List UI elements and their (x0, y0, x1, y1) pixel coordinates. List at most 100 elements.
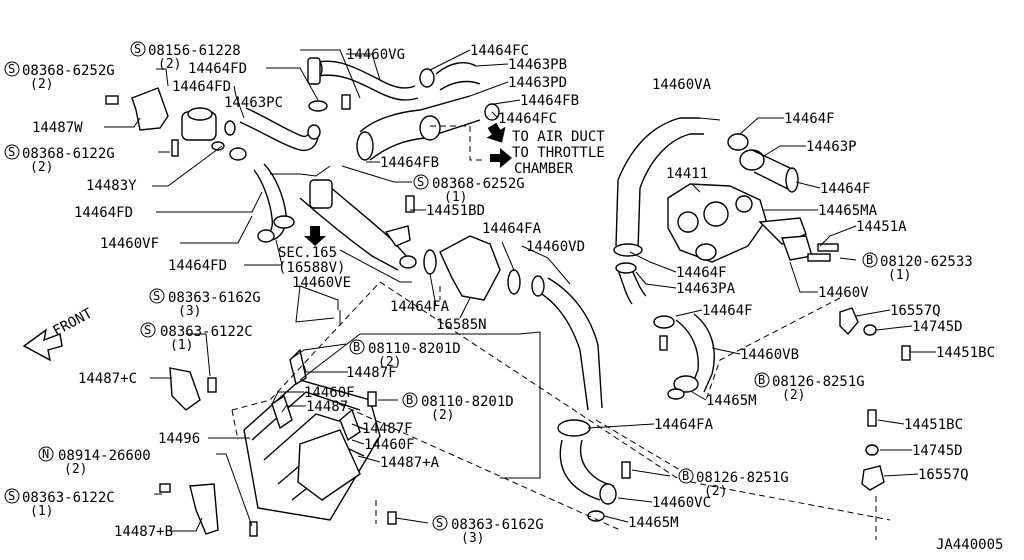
bracket-14487w (131, 87, 169, 131)
label-14460vb: 14460VB (740, 347, 799, 363)
label-14463p: 14463P (806, 139, 857, 155)
label-14411: 14411 (666, 166, 708, 182)
callout-08363-6122c-2: S 08363-6122C (1) (4, 488, 115, 519)
label-14464fd: 14464FD (188, 61, 247, 77)
callout-08368-6252g-2: S 08368-6252G (1) (413, 174, 525, 205)
svg-text:08368-6252G: 08368-6252G (432, 176, 525, 192)
svg-text:08368-6122G: 08368-6122G (22, 146, 115, 162)
svg-text:S: S (153, 289, 160, 303)
label-14487f-2: 14487F (362, 421, 413, 437)
leader-lines (104, 49, 936, 532)
label-sec-sub: (16588V) (278, 260, 345, 276)
label-14460vg: 14460VG (346, 47, 405, 63)
label-14464f-2: 14464F (820, 181, 871, 197)
label-14496: 14496 (158, 431, 200, 447)
svg-text:B: B (406, 393, 413, 407)
label-16585n: 16585N (436, 317, 487, 333)
label-14464fa: 14464FA (482, 221, 542, 237)
label-14465m-2: 14465M (628, 515, 679, 531)
diagram-code: JA440005 (936, 537, 1003, 553)
part-labels: 14460VG 14464FC 14463PB 14463PD 14464FB … (32, 43, 1003, 553)
label-14451a: 14451A (856, 219, 907, 235)
label-14483y: 14483Y (86, 178, 137, 194)
label-14465m: 14465M (706, 393, 757, 409)
label-14464fd-3: 14464FD (74, 205, 133, 221)
label-14451bd: 14451BD (426, 203, 485, 219)
front-arrow-icon (22, 328, 63, 362)
svg-text:08156-61228: 08156-61228 (148, 43, 241, 59)
svg-text:S: S (144, 323, 151, 337)
svg-text:B: B (758, 373, 765, 387)
label-14451bc: 14451BC (936, 345, 995, 361)
svg-text:08110-8201D: 08110-8201D (421, 394, 514, 410)
label-14463pb: 14463PB (508, 57, 567, 73)
label-14464f-3: 14464F (676, 265, 727, 281)
label-14460vd: 14460VD (526, 239, 585, 255)
callout-08368-6122g: S 08368-6122G (2) (4, 144, 115, 175)
svg-text:(2): (2) (704, 484, 727, 499)
svg-text:N: N (42, 447, 49, 461)
svg-text:(2): (2) (378, 355, 401, 370)
svg-text:08914-26600: 08914-26600 (58, 448, 151, 464)
sensor-16557q (839, 307, 859, 336)
label-14464fb-2: 14464FB (380, 155, 439, 171)
svg-text:(1): (1) (444, 190, 467, 205)
label-14487b: 14487+B (114, 524, 173, 540)
arrow-down-icon (304, 226, 326, 246)
svg-text:S: S (8, 62, 15, 76)
label-14745d-2: 14745D (912, 443, 963, 459)
clamp-14464fc (419, 68, 435, 88)
svg-text:08126-8251G: 08126-8251G (772, 374, 865, 390)
svg-text:(2): (2) (64, 462, 87, 477)
bracket-14487b (189, 483, 219, 535)
callout-08363-6122c: S 08363-6122C (1) (140, 322, 253, 353)
dashed-lines (231, 125, 891, 540)
svg-text:S: S (436, 516, 443, 530)
label-14460v: 14460V (818, 285, 869, 301)
label-14464fb: 14464FB (520, 93, 579, 109)
svg-text:B: B (353, 340, 360, 354)
svg-text:08126-8251G: 08126-8251G (696, 470, 789, 486)
label-14464f-4: 14464F (702, 303, 753, 319)
callout-08120-62533: B 08120-62533 (1) (862, 252, 973, 283)
label-14451bc-2: 14451BC (904, 417, 963, 433)
arrow-throttle-icon (490, 148, 512, 168)
label-14464fd-2: 14464FD (172, 79, 231, 95)
callout-08110-8201d: B 08110-8201D (2) (349, 339, 461, 370)
label-14487c: 14487+C (78, 371, 137, 387)
bolt-icon (341, 94, 351, 110)
svg-text:(3): (3) (461, 531, 484, 546)
label-14460f-2: 14460F (364, 437, 415, 453)
label-front: FRONT (50, 305, 95, 339)
svg-text:(1): (1) (170, 338, 193, 353)
svg-text:(1): (1) (30, 504, 53, 519)
svg-text:B: B (682, 469, 689, 483)
label-14487a: 14487+A (380, 455, 440, 471)
label-to-air-duct: TO AIR DUCT (512, 129, 605, 145)
svg-text:(2): (2) (30, 160, 53, 175)
svg-text:08363-6162G: 08363-6162G (168, 290, 261, 306)
label-16557q: 16557Q (890, 303, 941, 319)
label-14487w: 14487W (32, 120, 83, 136)
label-14463pa: 14463PA (676, 281, 736, 297)
symbol-s: S (134, 42, 141, 56)
svg-text:S: S (417, 175, 424, 189)
label-16557q-2: 16557Q (918, 467, 969, 483)
svg-text:08363-6162G: 08363-6162G (451, 517, 544, 533)
svg-text:(3): (3) (178, 304, 201, 319)
label-14463pd: 14463PD (508, 75, 567, 91)
label-14460f: 14460F (304, 385, 355, 401)
label-14464fa-2: 14464FA (390, 299, 450, 315)
svg-text:S: S (8, 145, 15, 159)
label-14745d: 14745D (912, 319, 963, 335)
label-14487: 14487 (306, 399, 348, 415)
label-14464f: 14464F (784, 111, 835, 127)
label-14487f: 14487F (346, 365, 397, 381)
label-14460vf: 14460VF (100, 236, 159, 252)
label-14465ma: 14465MA (818, 203, 878, 219)
label-to-throttle: TO THROTTLE (512, 145, 605, 161)
arrow-air-duct-icon (486, 122, 506, 143)
svg-text:S: S (8, 489, 15, 503)
callout-08156-61228: S 08156-61228 (2) (130, 41, 241, 72)
